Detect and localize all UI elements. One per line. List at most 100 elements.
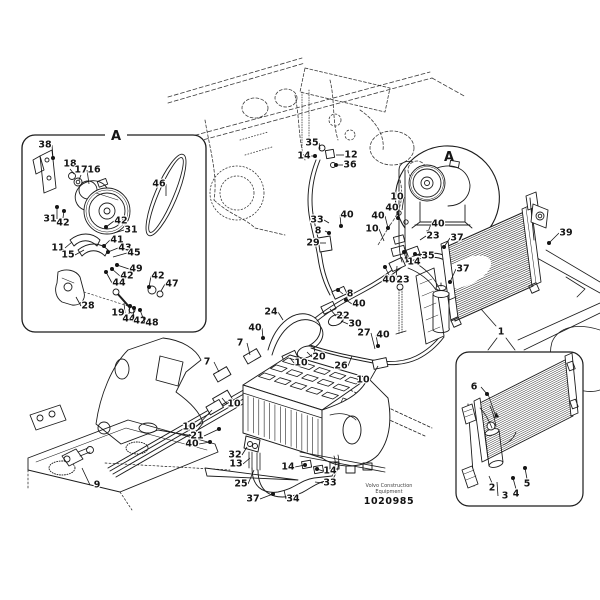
callout-28: 28 [75, 296, 96, 313]
callout-14: 14 [402, 250, 422, 269]
callout-40: 40 [339, 208, 355, 228]
inset-box-a: A [21, 128, 207, 333]
callout-10: 10 [355, 365, 379, 387]
svg-text:40: 40 [385, 203, 399, 214]
callout-14: 14 [296, 149, 317, 163]
svg-text:6: 6 [471, 382, 478, 393]
svg-text:42: 42 [151, 271, 164, 282]
callout-14: 14 [315, 464, 338, 478]
callout-24: 24 [263, 305, 284, 321]
callout-11: 11 [50, 241, 73, 255]
svg-text:38: 38 [38, 140, 52, 151]
svg-text:8: 8 [315, 226, 322, 237]
callout-8: 8 [314, 224, 331, 238]
callout-9: 9 [81, 467, 101, 492]
callout-42: 42 [104, 214, 129, 229]
callout-37: 37 [245, 492, 275, 506]
svg-text:37: 37 [450, 233, 463, 244]
svg-text:23: 23 [426, 231, 439, 242]
callout-47: 47 [160, 277, 180, 292]
svg-text:10: 10 [227, 399, 241, 410]
svg-text:43: 43 [118, 243, 131, 254]
svg-text:40: 40 [382, 275, 396, 286]
callout-36: 36 [334, 158, 358, 172]
svg-text:42: 42 [133, 316, 146, 327]
callout-31: 31 [42, 205, 59, 226]
callout-48: 48 [138, 308, 160, 330]
callout-3: 3 [496, 481, 509, 503]
svg-text:42: 42 [56, 218, 69, 229]
svg-text:37: 37 [456, 264, 469, 275]
svg-text:14: 14 [297, 151, 311, 162]
callout-25: 25 [233, 469, 255, 491]
callout-23: 23 [395, 265, 411, 287]
svg-text:22: 22 [336, 311, 349, 322]
svg-text:35: 35 [421, 251, 434, 262]
svg-text:49: 49 [129, 264, 142, 275]
callout-21: 21 [189, 427, 221, 443]
callout-6: 6 [470, 380, 489, 396]
callout-40: 40 [381, 265, 397, 287]
svg-text:34: 34 [286, 494, 300, 505]
callout-40: 40 [370, 209, 390, 230]
callout-8: 8 [336, 287, 355, 301]
callout-32: 32 [227, 446, 248, 462]
callout-19: 19 [110, 302, 126, 320]
sensor-part-9 [61, 446, 94, 467]
svg-text:40: 40 [371, 211, 385, 222]
callout-43: 43 [106, 241, 133, 255]
callout-26: 26 [333, 355, 353, 373]
svg-text:40: 40 [376, 330, 390, 341]
evaporator-unit [242, 354, 391, 498]
callout-35: 35 [304, 136, 321, 150]
callout-10: 10 [181, 409, 213, 434]
callout-17: 17 [73, 163, 89, 181]
callout-41: 41 [102, 233, 125, 248]
svg-text:2: 2 [489, 483, 496, 494]
callout-44: 44 [104, 270, 127, 290]
svg-text:12: 12 [344, 150, 357, 161]
svg-text:48: 48 [145, 318, 159, 329]
callout-37: 37 [448, 262, 471, 284]
callout-34: 34 [283, 489, 301, 506]
svg-text:14: 14 [407, 257, 421, 268]
svg-text:11: 11 [51, 243, 64, 254]
callout-33: 33 [314, 476, 338, 490]
inset-a-label: A [111, 129, 121, 144]
callout-4: 4 [511, 476, 521, 501]
callout-49: 49 [115, 262, 144, 276]
svg-text:27: 27 [357, 328, 370, 339]
svg-text:31: 31 [43, 214, 56, 225]
callout-30: 30 [340, 317, 363, 331]
callout-40: 40 [344, 297, 367, 311]
svg-text:33: 33 [323, 478, 336, 489]
callout-33: 33 [309, 213, 330, 227]
engine-outline [167, 57, 467, 246]
svg-text:46: 46 [152, 179, 166, 190]
callout-10: 10 [221, 397, 242, 411]
callout-7: 7 [236, 336, 251, 356]
callout-1: 1 [497, 325, 506, 338]
svg-text:7: 7 [237, 338, 244, 349]
callout-39: 39 [547, 226, 574, 245]
callout-7: 7 [203, 355, 220, 373]
callout-40: 40 [247, 321, 265, 340]
svg-text:42: 42 [120, 271, 133, 282]
svg-text:41: 41 [110, 235, 123, 246]
svg-text:19: 19 [111, 308, 124, 319]
callout-2: 2 [488, 475, 496, 495]
svg-text:17: 17 [74, 165, 87, 176]
svg-text:47: 47 [165, 279, 178, 290]
svg-text:15: 15 [61, 250, 74, 261]
callout-23: 23 [419, 229, 441, 243]
callout-22: 22 [329, 308, 351, 323]
svg-text:42: 42 [114, 216, 127, 227]
svg-text:33: 33 [310, 215, 323, 226]
callout-45: 45 [112, 246, 142, 260]
callout-15: 15 [60, 248, 85, 262]
callout-42: 42 [55, 209, 71, 230]
svg-text:39: 39 [559, 228, 572, 239]
receiver-drier [395, 261, 457, 345]
callout-10: 10 [389, 190, 405, 211]
